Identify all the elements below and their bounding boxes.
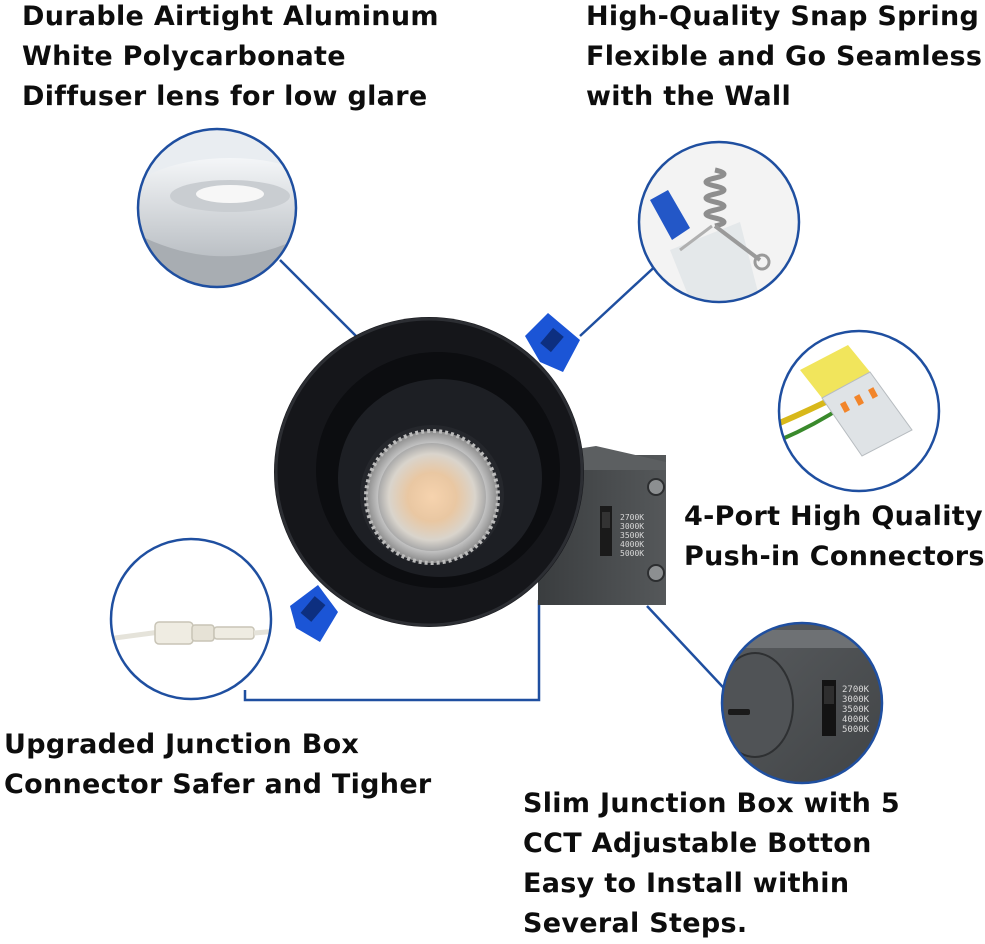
cct-label: 3500K [620, 531, 644, 540]
caption-line: CCT Adjustable Botton [523, 828, 872, 859]
inset-cable-connector [109, 537, 273, 701]
cct-label: 3000K [842, 695, 870, 705]
caption-line: 4-Port High Quality [684, 501, 983, 532]
cct-label-block: 2700K 3000K 3500K 4000K 5000K [620, 513, 644, 558]
inset-push-in-connector [777, 329, 941, 493]
caption-line: Upgraded Junction Box [4, 729, 360, 760]
cct-label-block: 2700K 3000K 3500K 4000K 5000K [842, 685, 870, 735]
inset-diffuser-lens [136, 127, 298, 289]
blue-clip-bottom [290, 585, 338, 642]
cct-label: 3500K [842, 705, 870, 715]
caption-junction-connector: Upgraded Junction Box Connector Safer an… [4, 725, 432, 805]
inset-slim-junction-box: 2700K 3000K 3500K 4000K 5000K [720, 621, 884, 785]
caption-line: White Polycarbonate [22, 41, 346, 72]
cct-label: 2700K [842, 685, 870, 695]
cct-label: 5000K [842, 725, 870, 735]
blue-clip-top [525, 313, 580, 372]
caption-line: Several Steps. [523, 908, 748, 939]
caption-line: Durable Airtight Aluminum [22, 1, 439, 32]
caption-line: Slim Junction Box with 5 [523, 788, 900, 819]
product-illustration: 2700K 3000K 3500K 4000K 5000K [109, 127, 941, 785]
led-module [364, 429, 500, 565]
caption-line: Connector Safer and Tigher [4, 769, 432, 800]
cct-label: 4000K [620, 540, 644, 549]
cct-label: 5000K [620, 549, 644, 558]
caption-snap-spring: High-Quality Snap Spring Flexible and Go… [586, 0, 982, 117]
caption-slim-junction-box: Slim Junction Box with 5 CCT Adjustable … [523, 784, 900, 944]
callout-lines [243, 259, 736, 702]
caption-line: Flexible and Go Seamless [586, 41, 983, 72]
caption-line: Diffuser lens for low glare [22, 81, 428, 112]
caption-line: High-Quality Snap Spring [586, 1, 980, 32]
caption-line: Push-in Connectors [684, 541, 985, 572]
caption-push-in-connectors: 4-Port High Quality Push-in Connectors [684, 497, 985, 577]
caption-line: with the Wall [586, 81, 792, 112]
caption-aluminum-diffuser: Durable Airtight Aluminum White Polycarb… [22, 0, 439, 117]
cct-label: 3000K [620, 522, 644, 531]
cct-label: 2700K [620, 513, 644, 522]
cct-label: 4000K [842, 715, 870, 725]
inset-snap-spring [637, 140, 801, 304]
caption-line: Easy to Install within [523, 868, 850, 899]
